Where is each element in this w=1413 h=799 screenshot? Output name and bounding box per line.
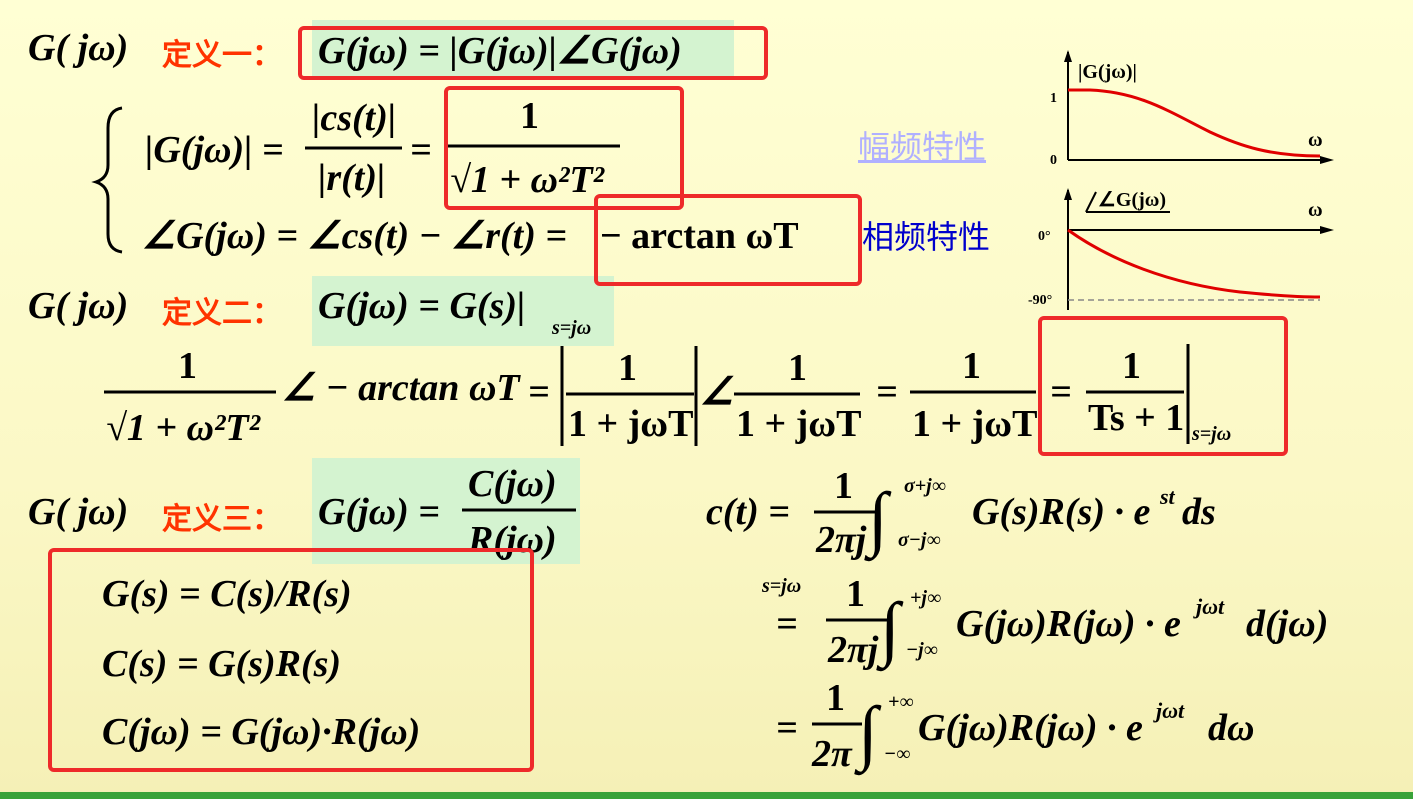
row2-t2-den: 1 + jωT [568,403,693,445]
integral1-frac-num: 1 [834,465,853,507]
row2-t1-angle: ∠ − arctan ωT [282,367,521,409]
row2-t5-sub: s=jω [1191,423,1231,445]
def2-eq-bg [312,276,614,346]
row2-eq1: = [528,371,550,413]
integral3-body: G(jω)R(jω) · e [918,707,1143,749]
mag-title: |G(jω)| [1078,61,1137,83]
bode-plots: |G(jω)| 1 0 ω ∠G(jω) 0° -90° ω [1028,50,1334,310]
integral3-frac-den: 2π [811,733,853,775]
boxed-eq-1: G(s) = C(s)/R(s) [102,573,352,615]
magnitude-frac1-den: |r(t)| [318,157,385,199]
def3-den: R(jω) [467,519,557,561]
row2-t4-den: 1 + jωT [912,403,1037,445]
integral2-frac-num: 1 [846,573,865,615]
def2-subscript: s=jω [551,317,591,339]
row2-t5-den: Ts + 1 [1088,397,1184,439]
integral3-upper: +∞ [888,691,914,713]
integral2-sign: ∫ [876,588,904,672]
integral1-body: G(s)R(s) · e [972,491,1150,533]
def1-lhs: G( jω) [28,27,128,69]
def2-equation: G(jω) = G(s)| [318,285,525,327]
mag-curve [1068,88,1321,158]
mag-ytick-bottom: 0 [1050,153,1057,168]
highlight-magnitude [444,86,684,210]
phase-curve [1067,228,1321,299]
highlight-boxed-eqs [48,548,534,772]
phase-plot: ∠G(jω) 0° -90° ω [1028,188,1334,310]
integral1-lhs: c(t) = [706,491,790,533]
def3-lhs: G( jω) [28,491,128,533]
def3-num: C(jω) [468,463,557,505]
phase-ytick-bottom: -90° [1028,293,1052,308]
def3-label: 定义三： [162,503,282,536]
row2-t1-den: √1 + ω²T² [106,407,262,449]
highlight-arctan [594,194,862,286]
boxed-eq-3: C(jω) = G(jω)·R(jω) [102,711,420,753]
integral3-eq: = [776,707,798,749]
integral1-sign: ∫ [864,478,892,562]
integral2-body: G(jω)R(jω) · e [956,603,1181,645]
integral1-end: ds [1182,491,1216,533]
row2-t3-den: 1 + jωT [736,403,861,445]
integral3-exp: jωt [1153,698,1185,723]
row2-t5-num: 1 [1122,345,1141,387]
row2-t2-angle: ∠ [700,371,734,413]
magnitude-frac2-num: 1 [520,95,539,137]
mag-y-arrow [1064,50,1072,62]
def1-equation: G(jω) = |G(jω)|∠G(jω) [318,30,682,72]
magnitude-frac1-num: |cs(t)| [312,97,396,139]
boxed-eq-2: C(s) = G(s)R(s) [102,643,341,685]
magnitude-lhs: |G(jω)| = [145,129,284,171]
phase-ytick-top: 0° [1038,229,1051,244]
def2-lhs: G( jω) [28,285,128,327]
mag-xaxis-label: ω [1308,129,1323,151]
row2-t4-num: 1 [962,345,981,387]
left-brace [91,106,123,254]
row2-t3-num: 1 [788,347,807,389]
integral2-exp: jωt [1193,594,1225,619]
phase-freq-label: 相频特性 [862,218,991,256]
amp-freq-link[interactable]: 幅频特性 [858,128,987,166]
integral1-frac-den: 2πj [815,519,867,561]
mag-ytick-top: 1 [1050,91,1057,106]
phase-x-arrow [1320,226,1334,234]
integral2-end: d(jω) [1246,603,1328,645]
phase-angle-mark [1085,191,1097,213]
phase-result: − arctan ωT [600,215,799,257]
def3-eq-lhs: G(jω) = [318,491,440,533]
integral3-end: dω [1208,707,1254,749]
integral1-lower: σ−j∞ [898,529,941,551]
integral2-upper: +j∞ [910,587,941,609]
phase-equation: ∠G(jω) = ∠cs(t) − ∠r(t) = [142,215,567,257]
def1-label: 定义一： [162,39,282,72]
def2-label: 定义二： [162,297,282,330]
phase-xaxis-label: ω [1308,199,1323,221]
integral3-sign: ∫ [854,692,882,776]
row2-t1-num: 1 [178,345,197,387]
highlight-def1 [298,26,768,80]
integral2-over: s=jω [761,575,801,597]
row2-t2-num: 1 [618,347,637,389]
integral1-exp: st [1159,484,1176,509]
magnitude-eq: = [410,129,432,171]
row2-eq3: = [1050,371,1072,413]
integral3-lower: −∞ [884,743,910,765]
mag-x-arrow [1320,156,1334,164]
integral1-upper: σ+j∞ [904,475,946,497]
integral2-eq: = [776,603,798,645]
phase-y-arrow [1064,188,1072,200]
row2-eq2: = [876,371,898,413]
phase-title: ∠G(jω) [1098,189,1166,211]
def1-eq-bg [312,20,734,80]
integral2-lower: −j∞ [906,639,938,661]
magnitude-frac2-den: √1 + ω²T² [450,159,606,201]
integral2-frac-den: 2πj [827,629,879,671]
magnitude-plot: |G(jω)| 1 0 ω [1050,50,1334,168]
integral3-frac-num: 1 [826,677,845,719]
bottom-bar [0,792,1413,799]
highlight-ts-plus-1 [1038,316,1288,456]
